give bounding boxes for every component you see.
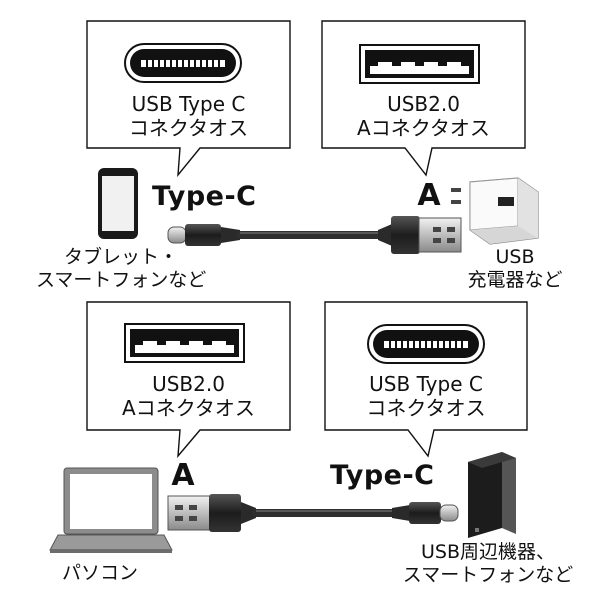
usb-a-plug-top [378,216,462,254]
device-top-right-line2: 充電器など [467,269,563,292]
device-top-right-label: USB 充電器など [460,246,570,292]
connector-label-bottom-left: A [171,458,195,493]
device-bottom-right-line2: スマートフォンなど [402,564,574,587]
laptop-icon [49,467,173,553]
bubble-bottom-right-line1: USB Type C [369,372,483,396]
bubble-top-right-line1: USB2.0 [387,92,460,116]
smartphone-icon [98,168,138,239]
device-bottom-left-label: パソコン [61,562,138,584]
bubble-top-right-line2: Aコネクタオス [357,116,490,141]
usb-c-port-icon [124,43,242,83]
bubble-bottom-right-text: USB Type C コネクタオス [325,372,527,421]
bubble-top-left-line1: USB Type C [131,92,246,116]
connector-label-top-left: Type-C [152,181,257,212]
usb-a-plug-bottom [167,494,256,532]
usb-c-plug-top [167,224,240,246]
external-drive-icon [468,452,516,538]
usb-a-port-icon [359,44,480,84]
device-top-left-line2: スマートフォンなど [36,269,207,292]
device-bottom-right-label: USB周辺機器、 スマートフォンなど [398,541,578,587]
bubble-bottom-left-text: USB2.0 Aコネクタオス [87,372,290,421]
bubble-bottom-left-line1: USB2.0 [152,372,225,396]
usb-c-plug-bottom [392,502,459,524]
device-top-left-line1: タブレット・ [63,246,178,268]
device-top-right-line1: USB [495,246,535,268]
device-bottom-right-line1: USB周辺機器、 [420,541,555,563]
usb-a-port-icon-bottom [124,323,245,363]
device-top-left-label: タブレット・ スマートフォンなど [36,246,206,292]
connector-label-bottom-right: Type-C [330,460,435,491]
bubble-bottom-right-line2: コネクタオス [366,396,486,421]
bubble-top-left-line2: コネクタオス [128,116,249,141]
connector-label-top-right: A [417,178,441,213]
bubble-top-right-text: USB2.0 Aコネクタオス [322,92,525,141]
usb-charger-icon [451,177,539,245]
bubble-top-left-text: USB Type C コネクタオス [87,92,290,141]
usb-c-port-icon-bottom [367,324,485,364]
bubble-bottom-left-line2: Aコネクタオス [122,396,255,421]
